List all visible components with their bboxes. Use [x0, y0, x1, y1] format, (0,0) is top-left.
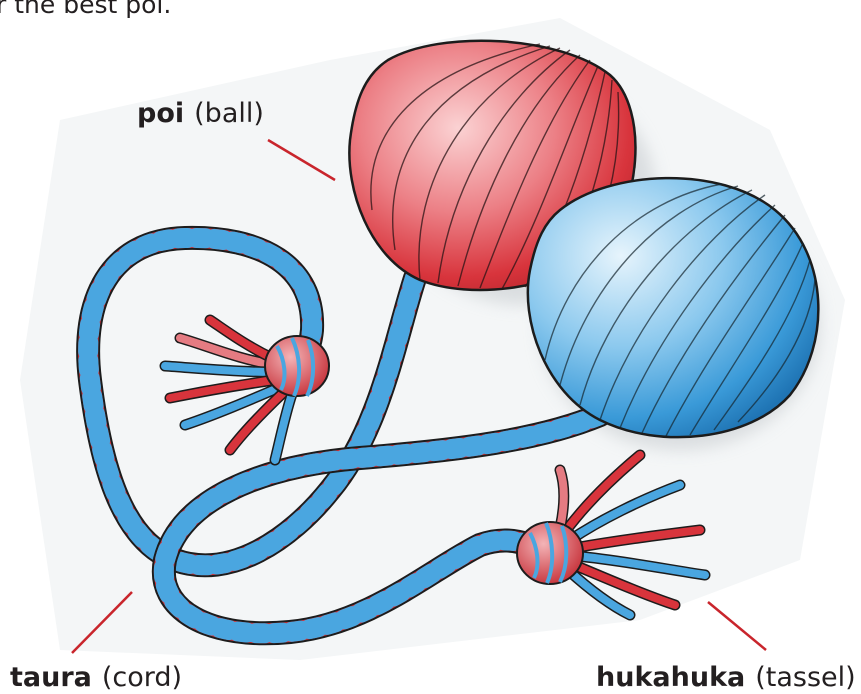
label-taura-term: taura: [10, 662, 92, 693]
label-hukahuka: hukahuka (tassel): [596, 664, 856, 691]
label-hukahuka-term: hukahuka: [596, 662, 745, 693]
label-poi-term: poi: [137, 98, 184, 129]
label-hukahuka-gloss: (tassel): [755, 662, 855, 693]
poi-ball-blue: [528, 178, 819, 437]
label-poi: poi (ball): [137, 100, 264, 127]
leader-line-hukahuka: [708, 602, 766, 650]
label-taura: taura (cord): [10, 664, 182, 691]
label-poi-gloss: (ball): [194, 98, 264, 129]
label-taura-gloss: (cord): [102, 662, 182, 693]
